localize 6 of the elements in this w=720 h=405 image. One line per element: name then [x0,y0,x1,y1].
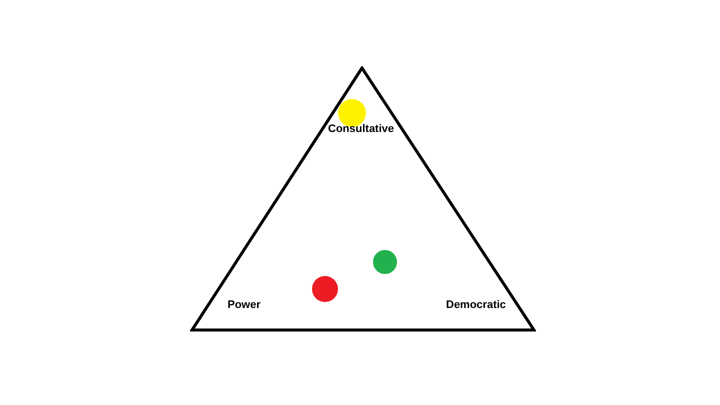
corner-label: Power [228,299,261,312]
triangle [190,66,536,332]
dot [373,250,397,274]
corner-label: Consultative [328,123,394,136]
dot [312,276,338,302]
corner-label: Democratic [446,299,506,312]
